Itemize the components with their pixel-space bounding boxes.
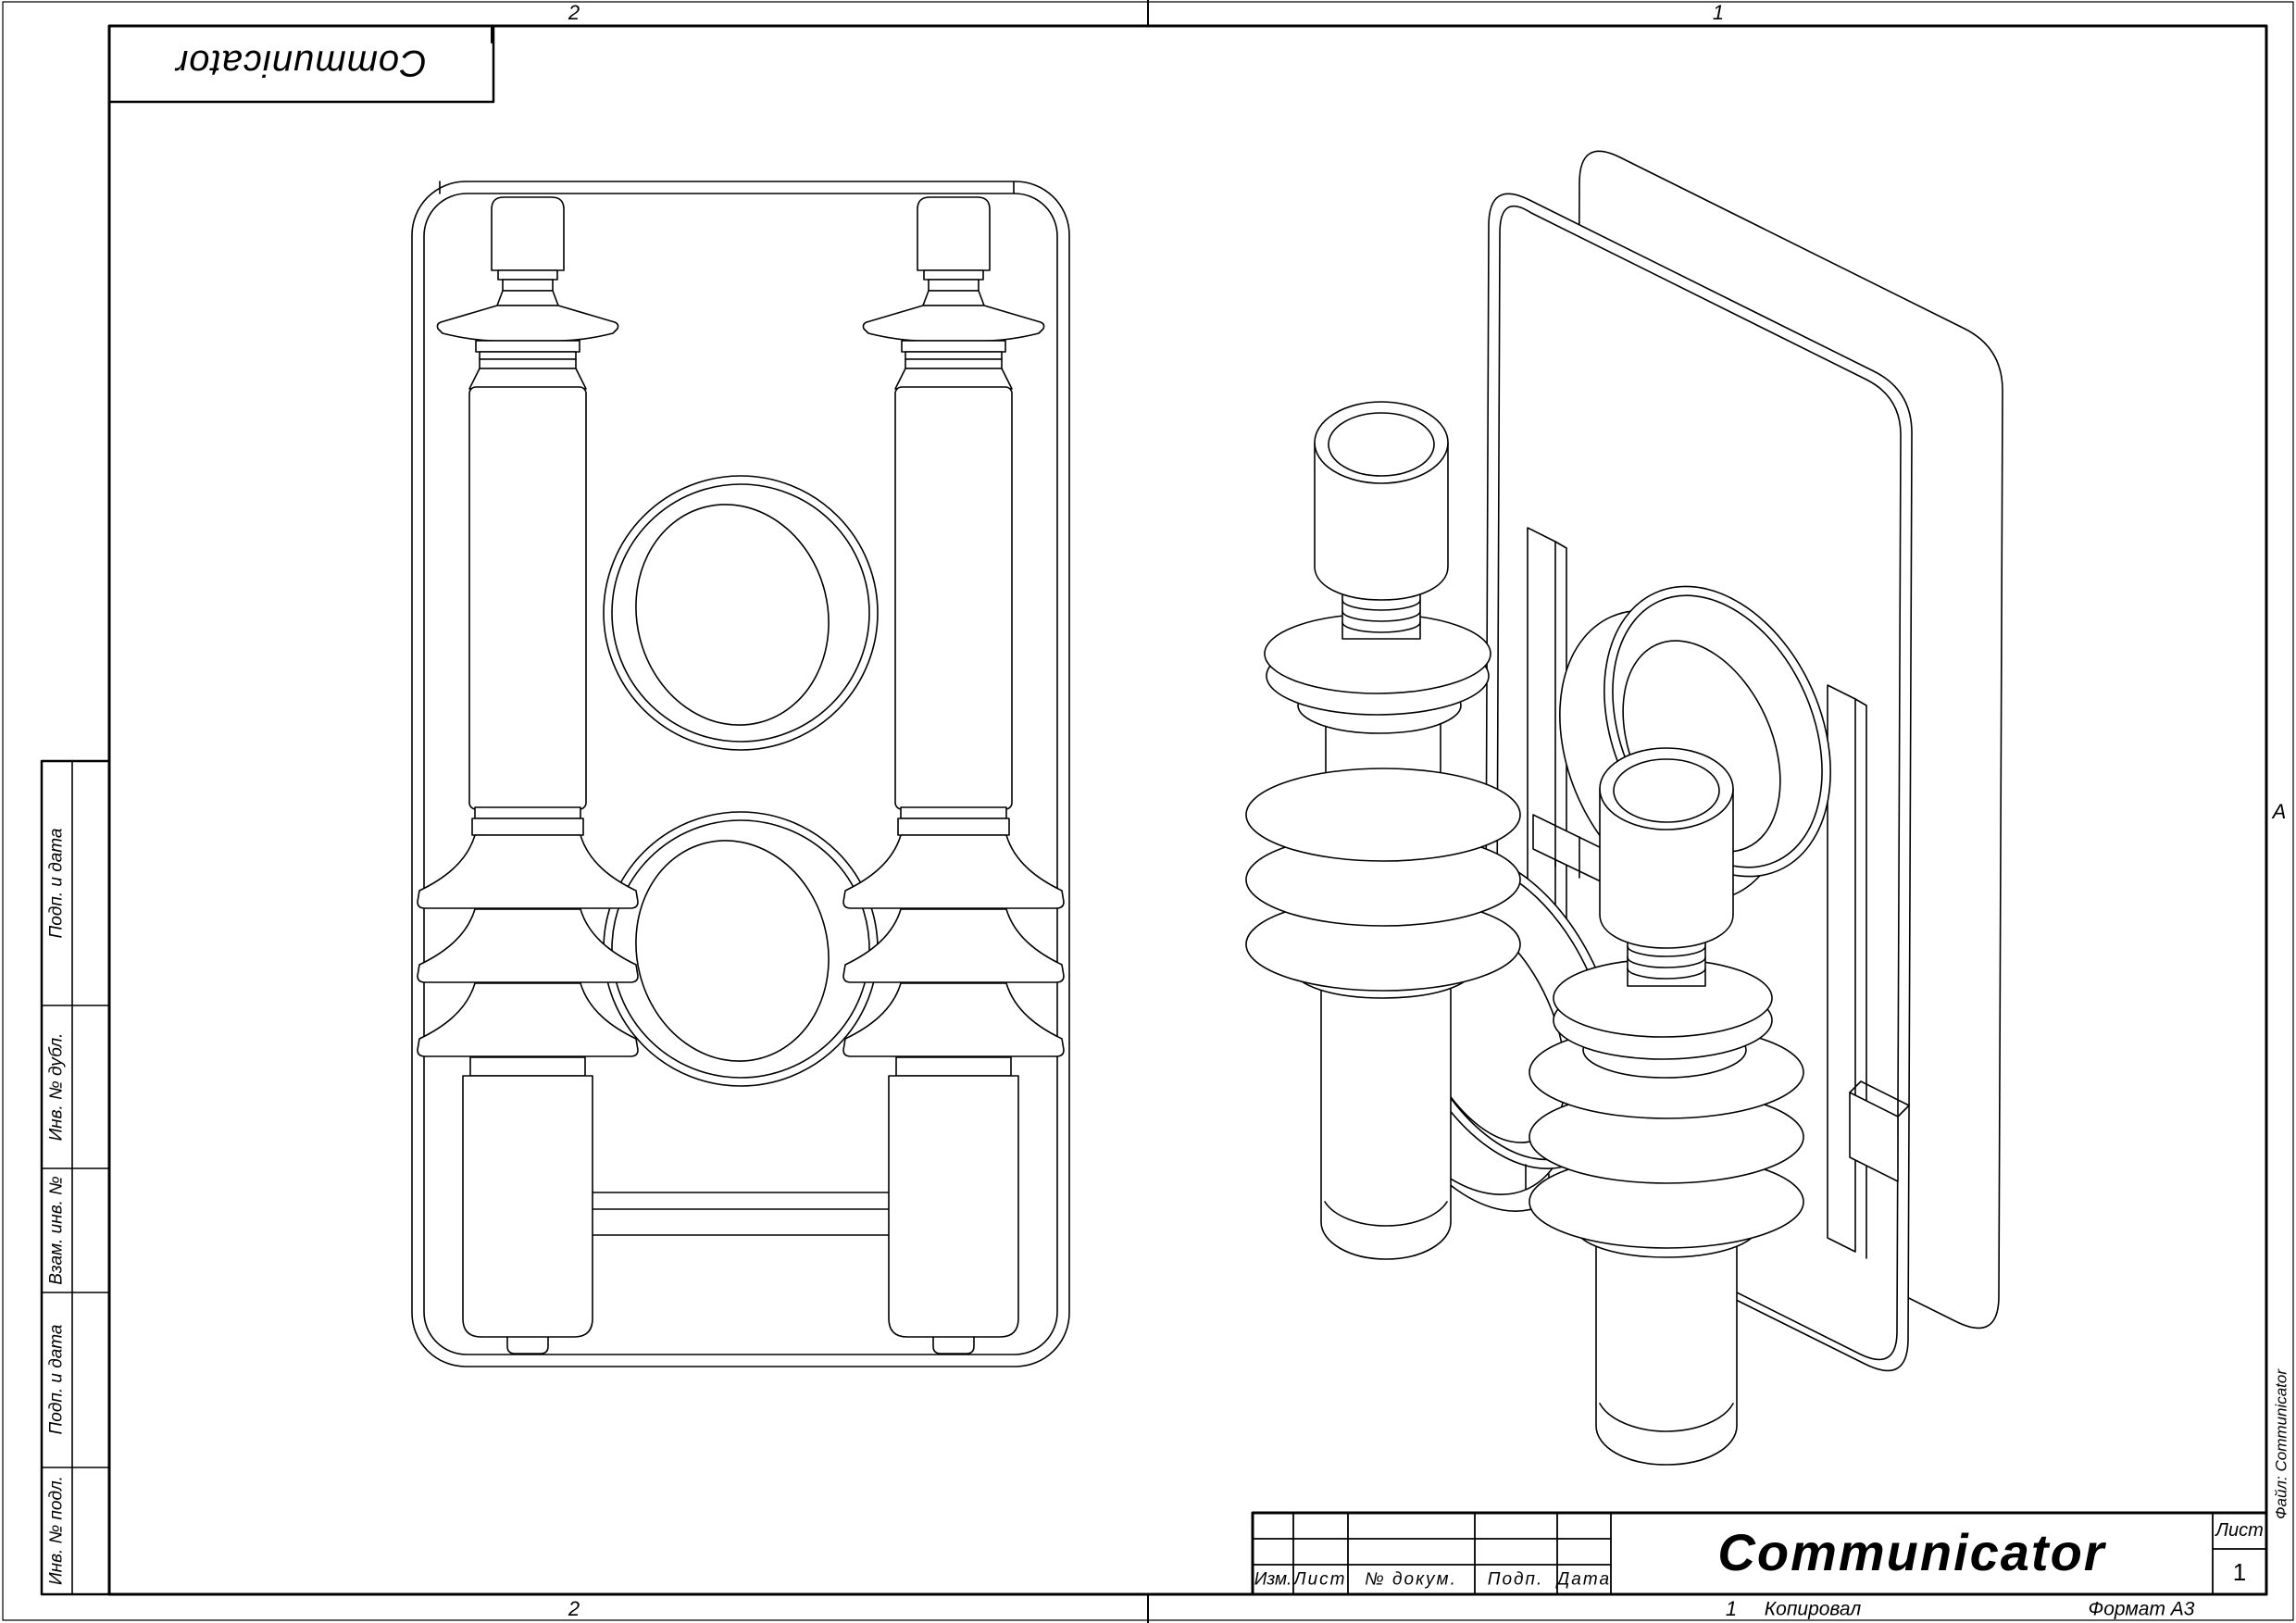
isometric-view-drawing [1245,150,2003,1466]
side-label-vzam-inv-n: Взам. инв. № [46,1176,67,1285]
titleblock-sheet-number: 1 [2232,1558,2247,1586]
front-view-drawing [411,181,1070,1367]
titleblock-sheet-label: Лист [2215,1520,2264,1541]
titleblock-col-dokum: № докум. [1365,1569,1457,1590]
titleblock-col-izm: Изм. [1254,1569,1292,1590]
zone-marker-bottom-right: 1 [1725,1597,1738,1620]
titleblock-col-data: Дата [1556,1569,1612,1590]
side-label-inv-n-podl: Инв. № подл. [46,1476,67,1585]
zone-letter-right: A [2272,800,2287,823]
titleblock-title: Communicator [1717,1523,2106,1581]
titleblock-col-podp: Подп. [1487,1569,1544,1590]
stamp-designation: Communicator [174,43,428,83]
zone-marker-top-left: 2 [568,1,580,24]
side-label-podp-i-data-2: Подп. и дата [46,1324,67,1435]
side-column-grid [40,759,111,1596]
zone-marker-bottom-left: 2 [568,1597,580,1620]
copied-label: Копировал [1764,1598,1862,1620]
title-block-grid [1251,1511,2268,1596]
titleblock-col-list: Лист [1293,1569,1347,1590]
format-label: Формат А3 [2088,1598,2195,1620]
side-label-inv-n-dubl: Инв. № дубл. [46,1032,67,1142]
file-note: Файл: Communicator [2272,1369,2290,1519]
side-label-podp-i-data-1: Подп. и дата [46,828,67,939]
zone-marker-top-right: 1 [1712,1,1725,24]
